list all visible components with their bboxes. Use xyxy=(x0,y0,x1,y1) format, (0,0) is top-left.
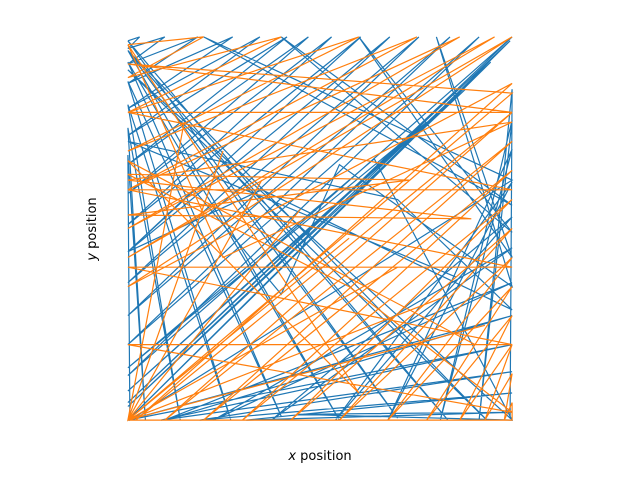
trajectory-series-2 xyxy=(126,36,514,422)
x-axis-label-text: position xyxy=(296,449,352,464)
y-axis-label: y position xyxy=(85,197,100,261)
y-axis-label-text: position xyxy=(85,197,100,253)
x-axis-label: x position xyxy=(287,449,351,464)
y-axis-label-variable: y xyxy=(85,253,100,262)
plot-area xyxy=(126,36,514,422)
x-axis-label-variable: x xyxy=(287,449,296,464)
